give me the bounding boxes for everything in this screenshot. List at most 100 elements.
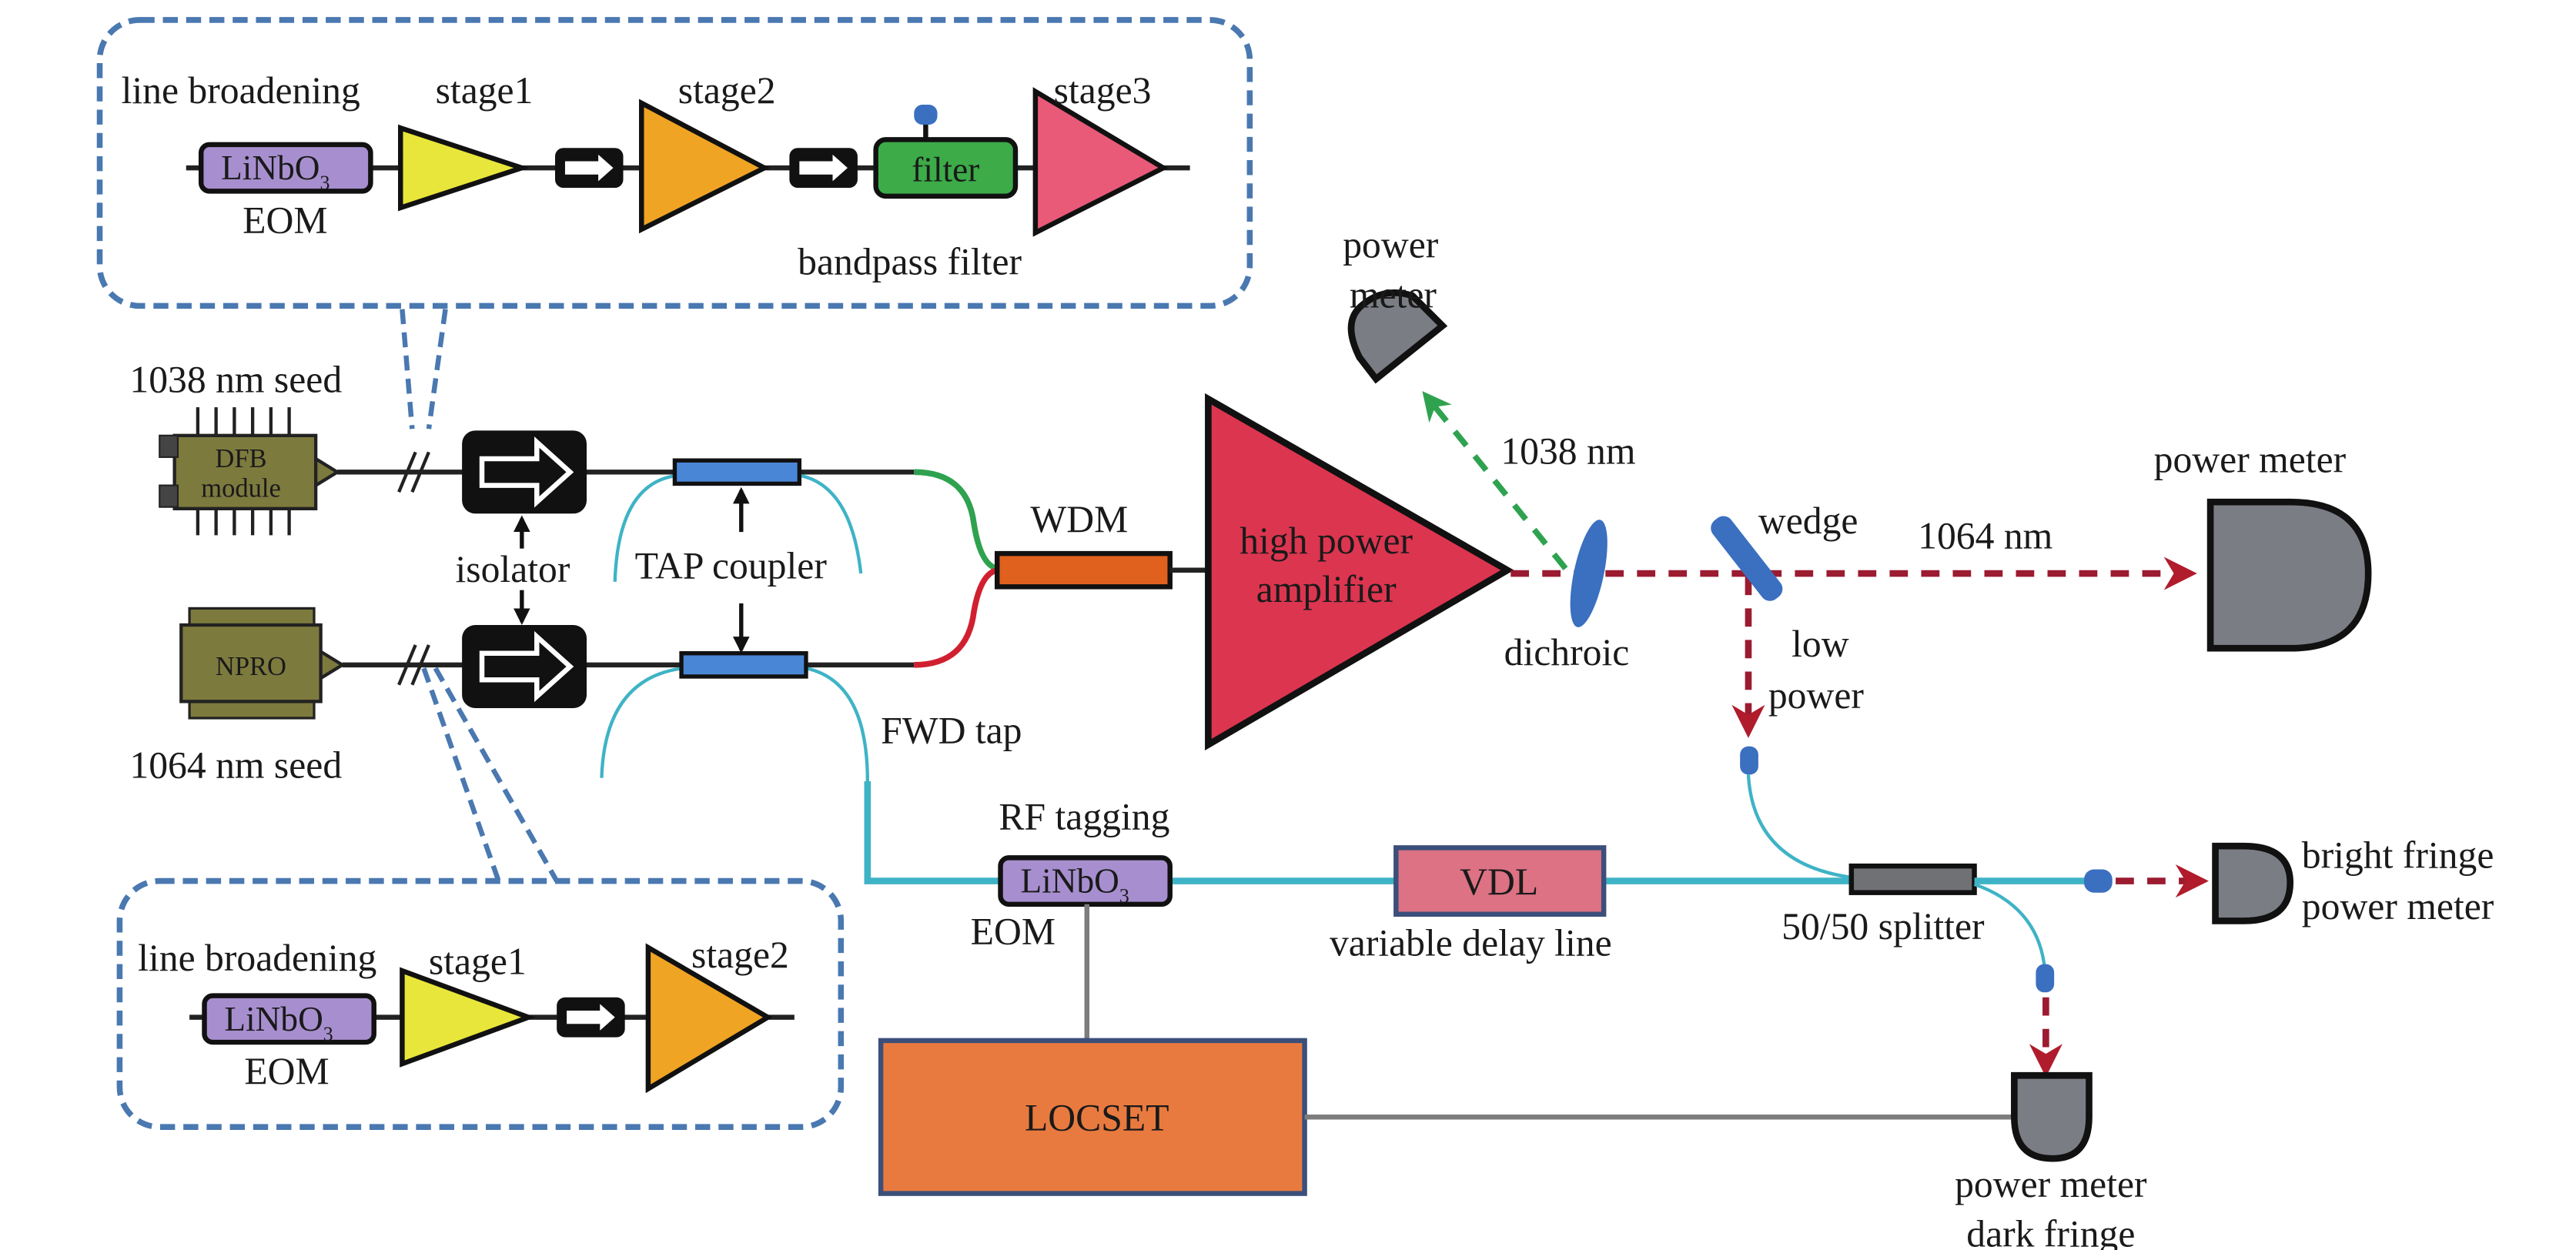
dichroic-label: dichroic [1504, 631, 1630, 673]
collimator-dark [2036, 964, 2055, 993]
power-meter-bright-fringe [2212, 842, 2294, 924]
seed-1064-label: 1064 nm seed [129, 744, 342, 787]
svg-text:LiNbO3: LiNbO3 [1020, 862, 1129, 907]
seed-1038-label: 1038 nm seed [129, 359, 342, 401]
dfb-pins-icon [196, 407, 291, 536]
splitter-label: 50/50 splitter [1781, 905, 1985, 948]
bottom-stage2-amplifier [645, 943, 773, 1094]
low-power-label-line2: power [1768, 674, 1865, 717]
tap-coupler-1064 [679, 651, 808, 679]
npro-label: NPRO [216, 652, 286, 681]
top-filter-box [873, 137, 1019, 199]
top-stage3-amplifier [1032, 87, 1169, 237]
svg-text:LiNbO3: LiNbO3 [224, 1000, 333, 1045]
fiber-splitter-to-dark [1973, 882, 2046, 964]
vdl-description: variable delay line [1330, 922, 1612, 964]
power-meter-1038-label-line1: power [1343, 224, 1439, 266]
top-bandpass-filter-label: bandpass filter [798, 240, 1022, 282]
vdl-box [1393, 845, 1607, 917]
fiber-green-to-wdm [914, 469, 999, 572]
svg-text:LiNbO3: LiNbO3 [221, 149, 330, 194]
isolator-1064-arrow-icon [479, 630, 574, 703]
fwd-tap-label: FWD tap [881, 709, 1022, 751]
seed-1038: 1038 nm seed DFB module [129, 359, 342, 536]
top-stage3-label: stage3 [1054, 69, 1152, 112]
power-meter-1038-label-line2: meter [1350, 274, 1437, 316]
fiber-break-1064-icon [397, 644, 430, 686]
amplifier-label-line2: amplifier [1256, 568, 1397, 610]
top-inset-border [96, 17, 1253, 309]
top-eom-label: EOM [243, 199, 327, 241]
locset-label: LOCSET [1025, 1097, 1169, 1139]
splitter-50-50 [1848, 863, 1977, 895]
bottom-eom-box [202, 993, 376, 1045]
collimator-low-power [1740, 746, 1758, 775]
wavelength-1064-label: 1064 nm [1918, 515, 2052, 557]
high-power-amplifier [1205, 393, 1514, 751]
bottom-inset-callout [421, 667, 559, 883]
bottom-isolator-arrow-icon [567, 1004, 615, 1031]
bottom-eom-crystal: LiNbO [224, 1000, 323, 1038]
tap-coupler-1038 [672, 458, 802, 486]
tap-coupler-label: TAP coupler [635, 545, 828, 587]
fiber-collimator-to-splitter [1746, 774, 1854, 880]
bottom-stage2-label: stage2 [691, 934, 789, 976]
power-meter-1064 [2206, 498, 2372, 652]
rf-eom-label: EOM [971, 911, 1055, 953]
filter-knob-icon [914, 105, 938, 125]
dfb-label-line2: module [201, 474, 281, 503]
dfb-mount-tab-bottom [159, 484, 179, 508]
tap-coupler-1064-tap-fiber [600, 667, 870, 881]
bright-fringe-label-line1: bright fringe [2302, 834, 2494, 876]
top-filter-label: filter [912, 150, 979, 189]
top-line-broadening-label: line broadening [122, 69, 360, 112]
rf-eom-subscript: 3 [1119, 885, 1129, 907]
top-inset: LiNbO3 filter line broadening stage1 sta… [96, 17, 1253, 429]
bottom-inset: LiNbO3 line broadening stage1 stage2 EOM [116, 877, 845, 1130]
wedge-optic [1711, 516, 1783, 601]
power-meter-1064-label: power meter [2154, 438, 2347, 480]
top-eom-box [198, 142, 373, 194]
bottom-stage1-amplifier [400, 967, 536, 1068]
wedge-label: wedge [1758, 500, 1858, 542]
amplifier-label-line1: high power [1239, 520, 1413, 562]
beam-1038-reflected [1422, 391, 1568, 570]
low-power-label-line1: low [1791, 623, 1849, 665]
dfb-mount-tab-top [159, 434, 179, 458]
dfb-module-box [172, 433, 318, 510]
isolator-label: isolator [455, 548, 570, 590]
dark-fringe-label-line2: dark fringe [1966, 1213, 2135, 1250]
vdl-label: VDL [1460, 861, 1538, 903]
power-meter-dark-fringe [2011, 1071, 2093, 1162]
top-inset-callout [400, 309, 448, 429]
dfb-label-line1: DFB [215, 444, 266, 473]
wdm-box [994, 550, 1173, 590]
seed-1064: NPRO 1064 nm seed [129, 607, 346, 787]
bottom-eom-subscript: 3 [323, 1023, 333, 1045]
bottom-line-broadening-label: line broadening [138, 937, 376, 979]
fiber-break-1038-icon [397, 451, 430, 493]
fiber-red-to-wdm [914, 567, 999, 668]
bright-fringe-label-line2: power meter [2302, 885, 2494, 927]
bottom-stage1-label: stage1 [429, 941, 527, 983]
fiber-fwd-tap-to-splitter [864, 781, 1853, 884]
power-meter-1038 [1347, 289, 1448, 384]
top-eom-crystal: LiNbO [221, 149, 319, 187]
isolator-1038-arrow-icon [479, 436, 574, 508]
top-eom-subscript: 3 [320, 172, 330, 194]
top-stage1-amplifier [398, 124, 530, 212]
top-stage2-amplifier [639, 99, 771, 234]
dfb-output-icon [313, 456, 341, 489]
top-isolator-1-arrow-icon [564, 154, 614, 182]
top-isolator-2-arrow-icon [799, 154, 848, 182]
wavelength-1038-label: 1038 nm [1500, 430, 1635, 473]
wdm-label: WDM [1030, 498, 1128, 540]
collimator-bright [2084, 869, 2113, 893]
rf-eom-crystal: LiNbO [1020, 862, 1119, 901]
top-stage1-label: stage1 [436, 69, 534, 112]
dichroic-mirror [1570, 520, 1607, 627]
dark-fringe-label-line1: power meter [1955, 1163, 2147, 1205]
rf-tagging-label: RF tagging [999, 796, 1169, 838]
top-stage2-label: stage2 [678, 69, 776, 112]
